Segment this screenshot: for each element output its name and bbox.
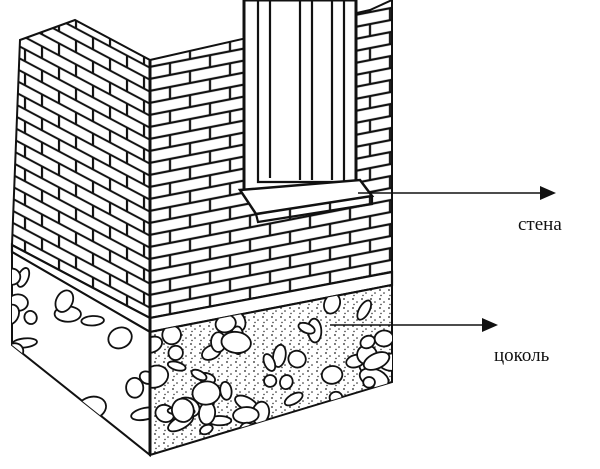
stone — [12, 303, 20, 326]
stone — [219, 380, 233, 401]
stone — [263, 374, 278, 388]
stone — [279, 374, 294, 391]
stone — [80, 315, 105, 327]
stone — [311, 445, 336, 455]
plinth-arrow — [330, 318, 498, 332]
stone — [166, 360, 187, 372]
stone — [262, 353, 277, 372]
stone — [150, 335, 163, 354]
stone — [297, 321, 316, 335]
stone — [220, 330, 252, 354]
stone — [31, 389, 56, 407]
stone — [384, 388, 392, 409]
stone — [125, 376, 145, 399]
stone — [372, 418, 392, 431]
stone — [167, 344, 184, 361]
stone — [54, 289, 75, 313]
stone — [23, 310, 38, 325]
stone — [283, 391, 304, 407]
stone — [356, 299, 372, 321]
stone — [372, 435, 392, 455]
stone — [67, 418, 82, 437]
stone — [28, 402, 55, 417]
stone — [56, 400, 72, 424]
stone — [25, 376, 44, 400]
stone — [130, 406, 150, 422]
stone — [190, 368, 208, 382]
stone — [373, 329, 392, 348]
plinth-label: цоколь — [494, 345, 550, 366]
stone — [199, 423, 214, 436]
stone — [51, 423, 77, 448]
stone — [36, 400, 54, 420]
stone — [40, 438, 64, 451]
stone — [362, 376, 376, 389]
stone — [287, 349, 307, 369]
stone — [346, 403, 370, 428]
stone — [320, 365, 344, 385]
stone — [12, 267, 22, 286]
stone — [171, 397, 195, 423]
stone — [359, 402, 373, 418]
stone — [272, 343, 287, 368]
wall-arrow — [358, 186, 556, 200]
stone — [328, 390, 344, 405]
wall-label: стена — [518, 214, 562, 235]
stone — [107, 326, 133, 350]
stone — [232, 406, 260, 425]
stone — [251, 443, 267, 455]
stone — [359, 334, 376, 350]
stone — [260, 433, 285, 453]
stone — [362, 351, 391, 371]
window — [237, 0, 375, 224]
